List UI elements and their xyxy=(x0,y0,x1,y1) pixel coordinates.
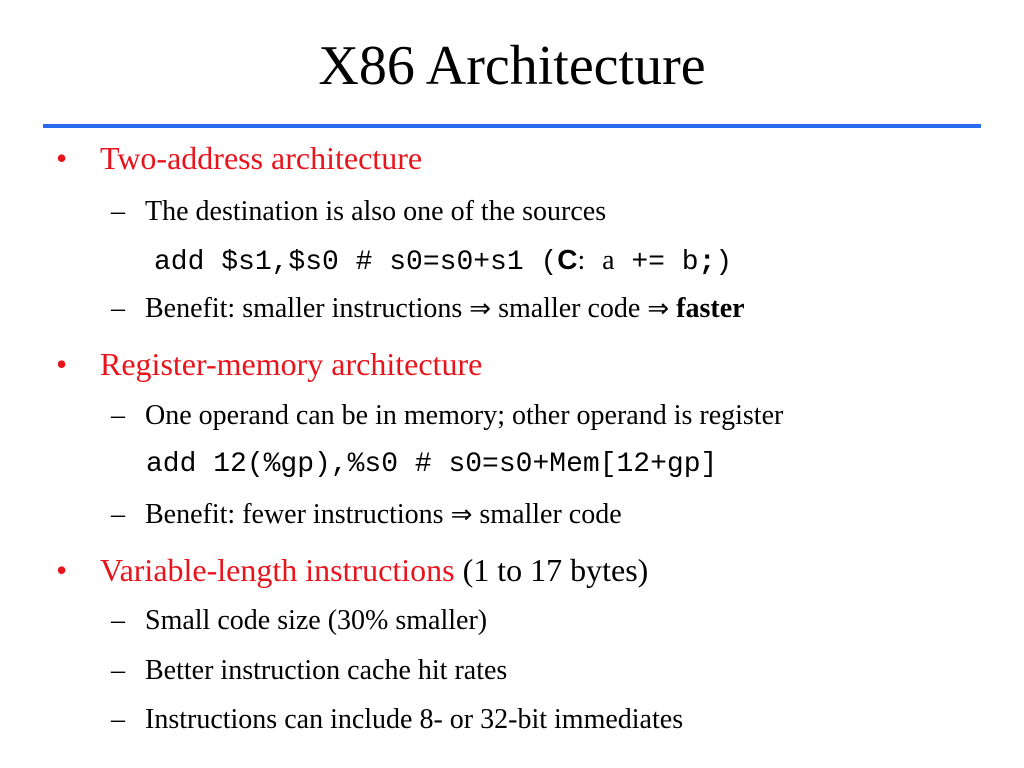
bullet-heading: Two-address architecture xyxy=(100,140,423,176)
sub-bullet-text: Small code size (30% smaller) xyxy=(145,605,488,636)
bullet-register-memory: • Register-memory architecture xyxy=(56,344,482,384)
dash-marker: – xyxy=(111,293,125,324)
code-example-add: add $s1,$s0 # s0=s0+s1 (C: a += b;) xyxy=(154,243,732,280)
sub-bullet-text: Instructions can include 8- or 32-bit im… xyxy=(145,704,684,735)
bullet-heading: Variable-length instructions xyxy=(100,552,455,588)
bullet-heading-suffix: (1 to 17 bytes) xyxy=(462,552,649,588)
bullet-marker: • xyxy=(56,140,68,176)
implies-arrow-icon: ⇒ xyxy=(450,500,473,530)
title-divider xyxy=(43,124,981,128)
sub-bullet-text: Benefit: fewer instructions xyxy=(145,499,444,530)
sub-bullet-text: Better instruction cache hit rates xyxy=(145,655,508,686)
dash-marker: – xyxy=(111,655,125,686)
code-op: += b xyxy=(631,247,699,278)
sub-bullet-mid: smaller code xyxy=(498,293,641,324)
dash-marker: – xyxy=(111,605,125,636)
dash-marker: – xyxy=(111,196,125,227)
code-example-mem: add 12(%gp),%s0 # s0=s0+Mem[12+gp] xyxy=(146,448,717,482)
bullet-variable-length: • Variable-length instructions (1 to 17 b… xyxy=(56,550,648,590)
sub-bullet-operand-memory: –One operand can be in memory; other ope… xyxy=(111,399,783,433)
code-colon: : xyxy=(577,245,586,276)
code-close: ) xyxy=(715,247,733,278)
bullet-heading: Register-memory architecture xyxy=(100,346,483,382)
dash-marker: – xyxy=(111,400,125,431)
code-lang-label: C xyxy=(557,244,578,275)
sub-bullet-text: One operand can be in memory; other oper… xyxy=(145,400,784,431)
sub-bullet-immediates: –Instructions can include 8- or 32-bit i… xyxy=(111,703,683,737)
dash-marker: – xyxy=(111,499,125,530)
sub-bullet-cache-hit: –Better instruction cache hit rates xyxy=(111,654,507,688)
sub-bullet-destination: –The destination is also one of the sour… xyxy=(111,195,606,229)
bullet-marker: • xyxy=(56,552,68,588)
sub-bullet-text: The destination is also one of the sourc… xyxy=(145,196,607,227)
code-text: add $s1,$s0 # s0=s0+s1 ( xyxy=(154,247,558,278)
dash-marker: – xyxy=(111,704,125,735)
code-text: add 12(%gp),%s0 # s0=s0+Mem[12+gp] xyxy=(146,449,718,480)
slide-title: X86 Architecture xyxy=(318,35,706,97)
code-semicolon: ; xyxy=(698,247,716,278)
implies-arrow-icon: ⇒ xyxy=(647,294,670,324)
sub-bullet-emphasis: faster xyxy=(676,293,745,324)
bullet-two-address: • Two-address architecture xyxy=(56,138,422,178)
sub-bullet-benefit-smaller: –Benefit: smaller instructions ⇒ smaller… xyxy=(111,292,745,326)
sub-bullet-mid: smaller code xyxy=(479,499,622,530)
sub-bullet-code-size: –Small code size (30% smaller) xyxy=(111,604,487,638)
sub-bullet-text: Benefit: smaller instructions xyxy=(145,293,463,324)
bullet-marker: • xyxy=(56,346,68,382)
code-var-a: a xyxy=(602,245,615,276)
implies-arrow-icon: ⇒ xyxy=(469,294,492,324)
sub-bullet-benefit-fewer: –Benefit: fewer instructions ⇒ smaller c… xyxy=(111,498,622,532)
